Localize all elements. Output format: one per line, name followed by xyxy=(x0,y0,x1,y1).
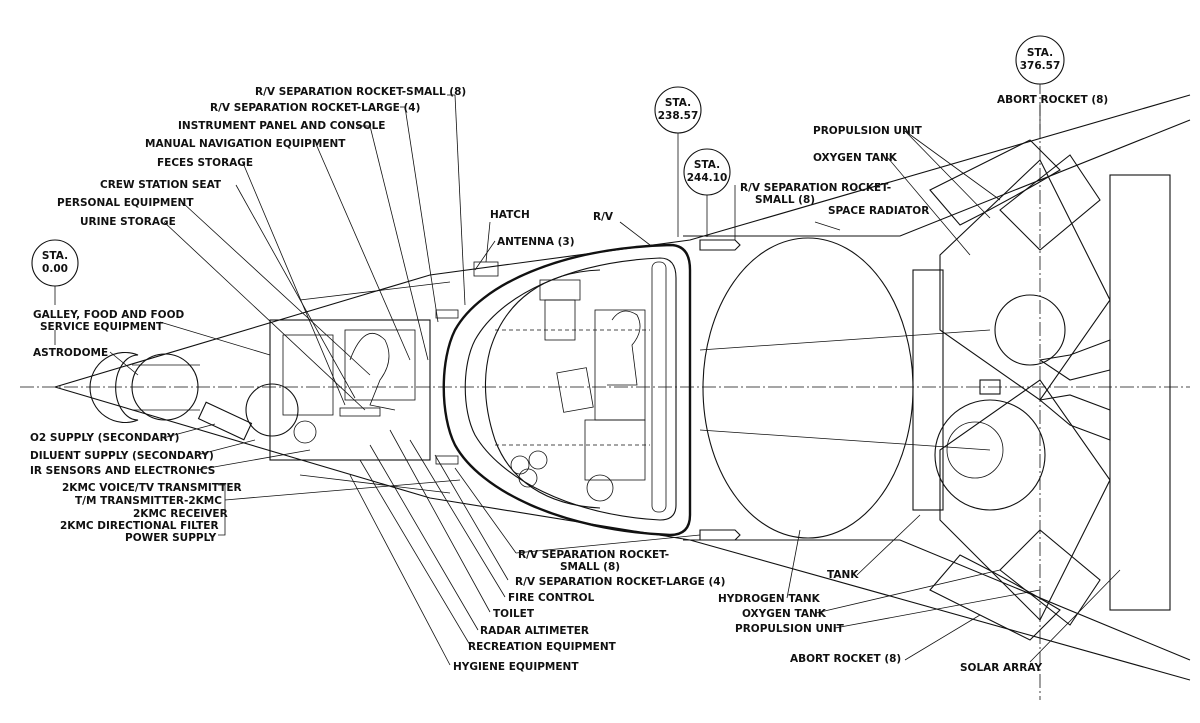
station-value-244: 244.10 xyxy=(687,172,728,184)
forward-equipment-bay xyxy=(197,261,499,494)
label-hygiene-equipment: HYGIENE EQUIPMENT xyxy=(453,661,579,673)
hydrogen-tank xyxy=(699,237,991,539)
astrodome xyxy=(89,351,200,424)
label-solar-array: SOLAR ARRAY xyxy=(960,662,1042,674)
label-diluent-supply: DILUENT SUPPLY (SECONDARY) xyxy=(30,450,214,462)
label-abort-rocket-top: ABORT ROCKET (8) xyxy=(997,94,1108,106)
label-manual-navigation: MANUAL NAVIGATION EQUIPMENT xyxy=(145,138,346,150)
label-radar-altimeter: RADAR ALTIMETER xyxy=(480,625,589,637)
station-label-376: STA. xyxy=(1027,47,1053,59)
label-rv-sep-large-top: R/V SEPARATION ROCKET-LARGE (4) xyxy=(210,102,420,114)
label-personal-equipment: PERSONAL EQUIPMENT xyxy=(57,197,194,209)
label-propulsion-unit-top: PROPULSION UNIT xyxy=(813,125,923,137)
label-instrument-panel: INSTRUMENT PANEL AND CONSOLE xyxy=(178,120,385,132)
label-hydrogen-tank: HYDROGEN TANK xyxy=(718,593,821,605)
station-marker-0: STA. 0.00 xyxy=(31,239,79,287)
label-rv-sep-small-bottom-1: R/V SEPARATION ROCKET- xyxy=(518,549,669,561)
label-power-supply: POWER SUPPLY xyxy=(125,532,217,544)
label-2kmc-voice: 2KMC VOICE/TV TRANSMITTER xyxy=(62,482,242,494)
outer-hull xyxy=(54,94,1191,681)
station-value-0: 0.00 xyxy=(42,263,68,275)
label-tm-transmitter: T/M TRANSMITTER-2KMC xyxy=(75,495,222,507)
label-rv-sep-small-bottom-2: SMALL (8) xyxy=(560,561,620,573)
label-fire-control: FIRE CONTROL xyxy=(508,592,595,604)
station-marker-238: STA. 238.57 xyxy=(654,86,702,134)
label-space-radiator: SPACE RADIATOR xyxy=(828,205,929,217)
label-recreation-equipment: RECREATION EQUIPMENT xyxy=(468,641,617,653)
label-rv-sep-small-right-1: R/V SEPARATION ROCKET- xyxy=(740,182,891,194)
aft-propulsion xyxy=(912,80,1171,700)
station-value-238: 238.57 xyxy=(658,110,699,122)
label-oxygen-tank-top: OXYGEN TANK xyxy=(813,152,898,164)
sep-rockets xyxy=(699,239,741,541)
station-value-376: 376.57 xyxy=(1020,60,1061,72)
label-2kmc-receiver: 2KMC RECEIVER xyxy=(133,508,228,520)
label-feces-storage: FECES STORAGE xyxy=(157,157,253,169)
label-ir-sensors: IR SENSORS AND ELECTRONICS xyxy=(30,465,215,477)
callout-labels: R/V SEPARATION ROCKET-SMALL (8) R/V SEPA… xyxy=(30,86,1108,674)
label-tank: TANK xyxy=(827,569,859,581)
label-abort-rocket-bottom: ABORT ROCKET (8) xyxy=(790,653,901,665)
station-label-238: STA. xyxy=(665,97,691,109)
label-2kmc-filter: 2KMC DIRECTIONAL FILTER xyxy=(60,520,219,532)
reentry-vehicle xyxy=(442,243,692,537)
station-label-0: STA. xyxy=(42,250,68,262)
station-marker-244: STA. 244.10 xyxy=(683,148,731,196)
label-rv-sep-small-top: R/V SEPARATION ROCKET-SMALL (8) xyxy=(255,86,466,98)
station-marker-376: STA. 376.57 xyxy=(1015,35,1065,85)
label-o2-supply: O2 SUPPLY (SECONDARY) xyxy=(30,432,179,444)
label-rv-sep-small-right-2: SMALL (8) xyxy=(755,194,815,206)
label-galley-1: GALLEY, FOOD AND FOOD xyxy=(33,309,185,321)
leader-lines xyxy=(54,94,1121,666)
label-oxygen-tank-bottom: OXYGEN TANK xyxy=(742,608,827,620)
label-rv: R/V xyxy=(593,211,614,223)
label-antenna: ANTENNA (3) xyxy=(497,236,575,248)
label-urine-storage: URINE STORAGE xyxy=(80,216,176,228)
label-galley-2: SERVICE EQUIPMENT xyxy=(40,321,164,333)
label-hatch: HATCH xyxy=(490,209,530,221)
label-rv-sep-large-bottom: R/V SEPARATION ROCKET-LARGE (4) xyxy=(515,576,725,588)
label-astrodome: ASTRODOME xyxy=(33,347,108,359)
label-toilet: TOILET xyxy=(493,608,535,620)
label-crew-station-seat: CREW STATION SEAT xyxy=(100,179,222,191)
label-propulsion-unit-bottom: PROPULSION UNIT xyxy=(735,623,845,635)
station-label-244: STA. xyxy=(694,159,720,171)
